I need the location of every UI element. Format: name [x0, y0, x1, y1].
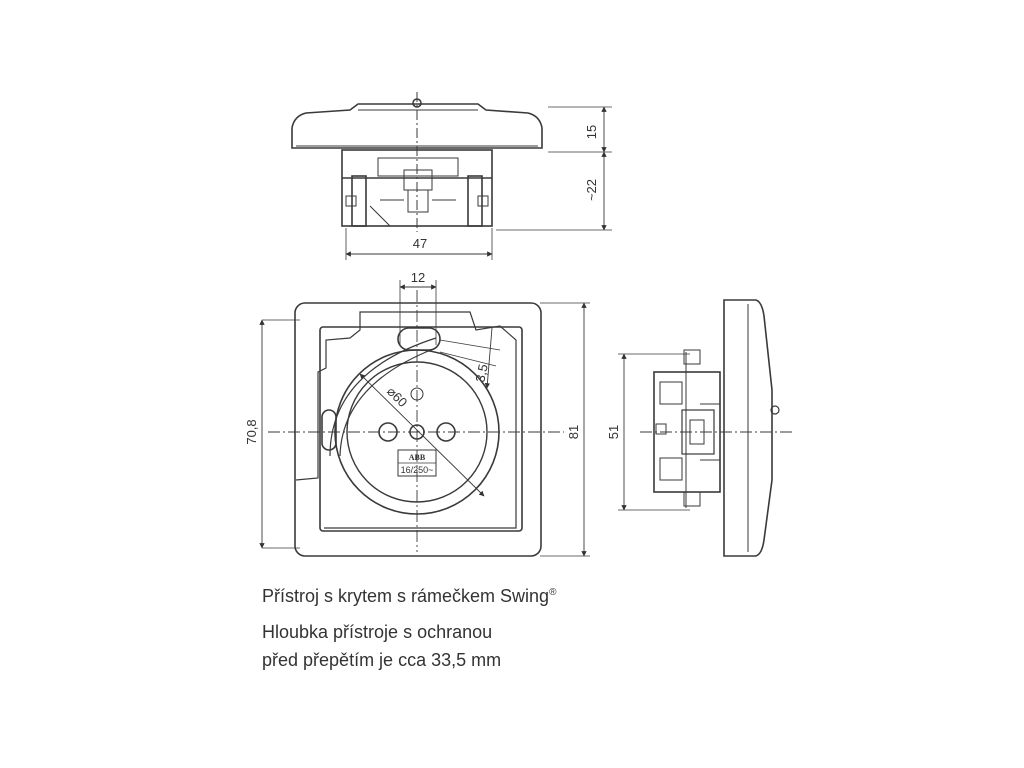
dim-outer-height: 81: [566, 425, 581, 439]
registered-mark: ®: [549, 587, 557, 598]
socket-rating: 16/250~: [401, 465, 434, 475]
dim-hole-spacing: 12: [411, 270, 425, 285]
side-view: [618, 299, 792, 557]
caption-line2: Hloubka přístroje s ochranou: [262, 622, 493, 642]
dim-diameter: ⌀60: [384, 384, 410, 410]
front-frame-inner: [319, 326, 523, 532]
socket-brand: ABB: [409, 453, 426, 462]
dim-side-height: 51: [606, 425, 621, 439]
front-frame-outer: [294, 302, 542, 557]
caption-title: Přístroj s krytem s rámečkem Swing®: [262, 586, 556, 607]
front-view: [259, 280, 590, 557]
dim-top-height: 15: [584, 125, 599, 139]
side-view-cover: [723, 299, 773, 557]
dim-offset: 3,5: [472, 363, 490, 384]
dim-top-width: 47: [413, 236, 427, 251]
caption-line1: Přístroj s krytem s rámečkem Swing: [262, 586, 550, 606]
top-view: [291, 92, 612, 260]
dim-inner-height: 70,8: [244, 419, 259, 444]
caption-line3: před přepětím je cca 33,5 mm: [262, 650, 502, 670]
top-view-cover: [291, 103, 543, 149]
front-cover-lid: [295, 311, 517, 529]
dim-top-depth: ~22: [584, 179, 599, 201]
